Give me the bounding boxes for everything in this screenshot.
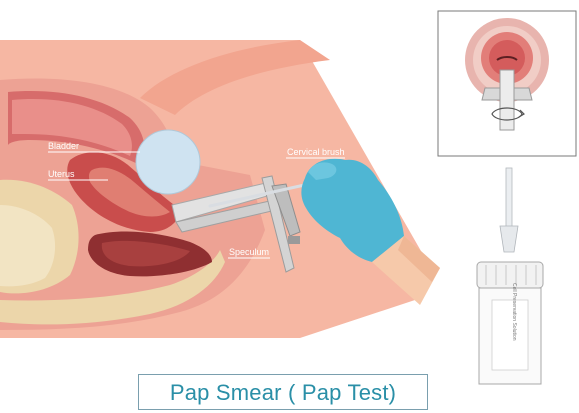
cervical-brush-label: Cervical brush xyxy=(287,147,345,157)
cervix-closeup-inset xyxy=(438,11,576,156)
page-title: Pap Smear ( Pap Test) xyxy=(139,380,427,406)
speculum-label: Speculum xyxy=(229,247,269,257)
bladder-label: Bladder xyxy=(48,141,79,151)
vial-label: Cell Preservation Solution xyxy=(511,283,517,341)
uterus-label: Uterus xyxy=(48,169,75,179)
bladder-shape xyxy=(136,130,200,194)
brush-applicator xyxy=(500,168,518,252)
title-box: Pap Smear ( Pap Test) xyxy=(138,374,428,410)
specimen-vial-icon xyxy=(477,262,543,384)
